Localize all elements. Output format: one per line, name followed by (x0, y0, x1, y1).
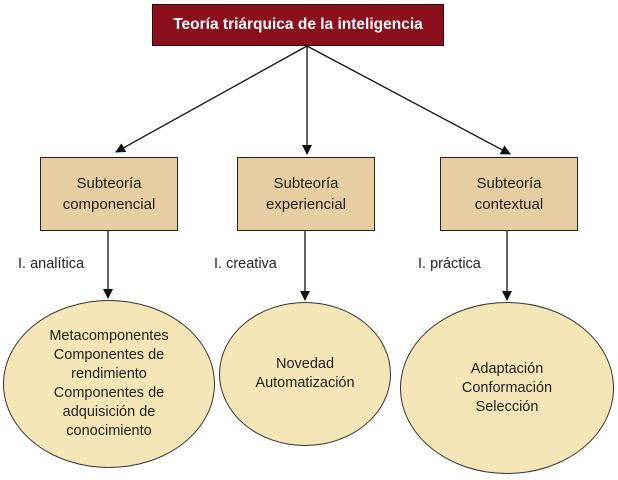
subtheory-label-line: Subteoría (476, 175, 542, 192)
intelligence-label-creativa: I. creativa (214, 256, 277, 272)
component-item: Componentes de (53, 347, 165, 363)
component-item: Selección (475, 398, 539, 415)
components-ellipse-contextual: Adaptación Conformación Selección (400, 302, 614, 474)
arrow-title-to-componencial (115, 45, 308, 153)
component-item: Conformación (461, 379, 553, 396)
arrow-title-to-contextual (306, 45, 511, 155)
components-ellipse-experiencial: Novedad Automatización (219, 302, 391, 446)
component-item: conocimiento (66, 423, 152, 439)
subtheory-box-contextual: Subteoría contextual (440, 157, 578, 231)
title-box: Teoría triárquica de la inteligencia (152, 4, 444, 46)
component-item: adquisición de (62, 404, 156, 420)
intelligence-label-analitica: I. analítica (18, 256, 85, 272)
subtheory-label-line: contextual (474, 196, 544, 213)
component-item: Componentes de (53, 385, 165, 401)
component-item: Automatización (255, 375, 355, 391)
subtheory-label-line: componencial (62, 196, 156, 213)
subtheory-box-experiencial: Subteoría experiencial (237, 157, 375, 231)
components-ellipse-componencial: Metacomponentes Componentes de rendimien… (3, 300, 215, 468)
component-item: Novedad (275, 356, 335, 372)
subtheory-label-line: experiencial (265, 196, 347, 213)
diagram-title: Teoría triárquica de la inteligencia (173, 16, 423, 33)
subtheory-label-line: Subteoría (76, 175, 142, 192)
component-item: Metacomponentes (49, 328, 169, 344)
component-item: rendimiento (71, 366, 147, 382)
subtheory-box-componencial: Subteoría componencial (40, 157, 178, 231)
component-item: Adaptación (470, 360, 544, 377)
intelligence-label-practica: I. práctica (418, 256, 481, 272)
subtheory-label-line: Subteoría (273, 175, 339, 192)
